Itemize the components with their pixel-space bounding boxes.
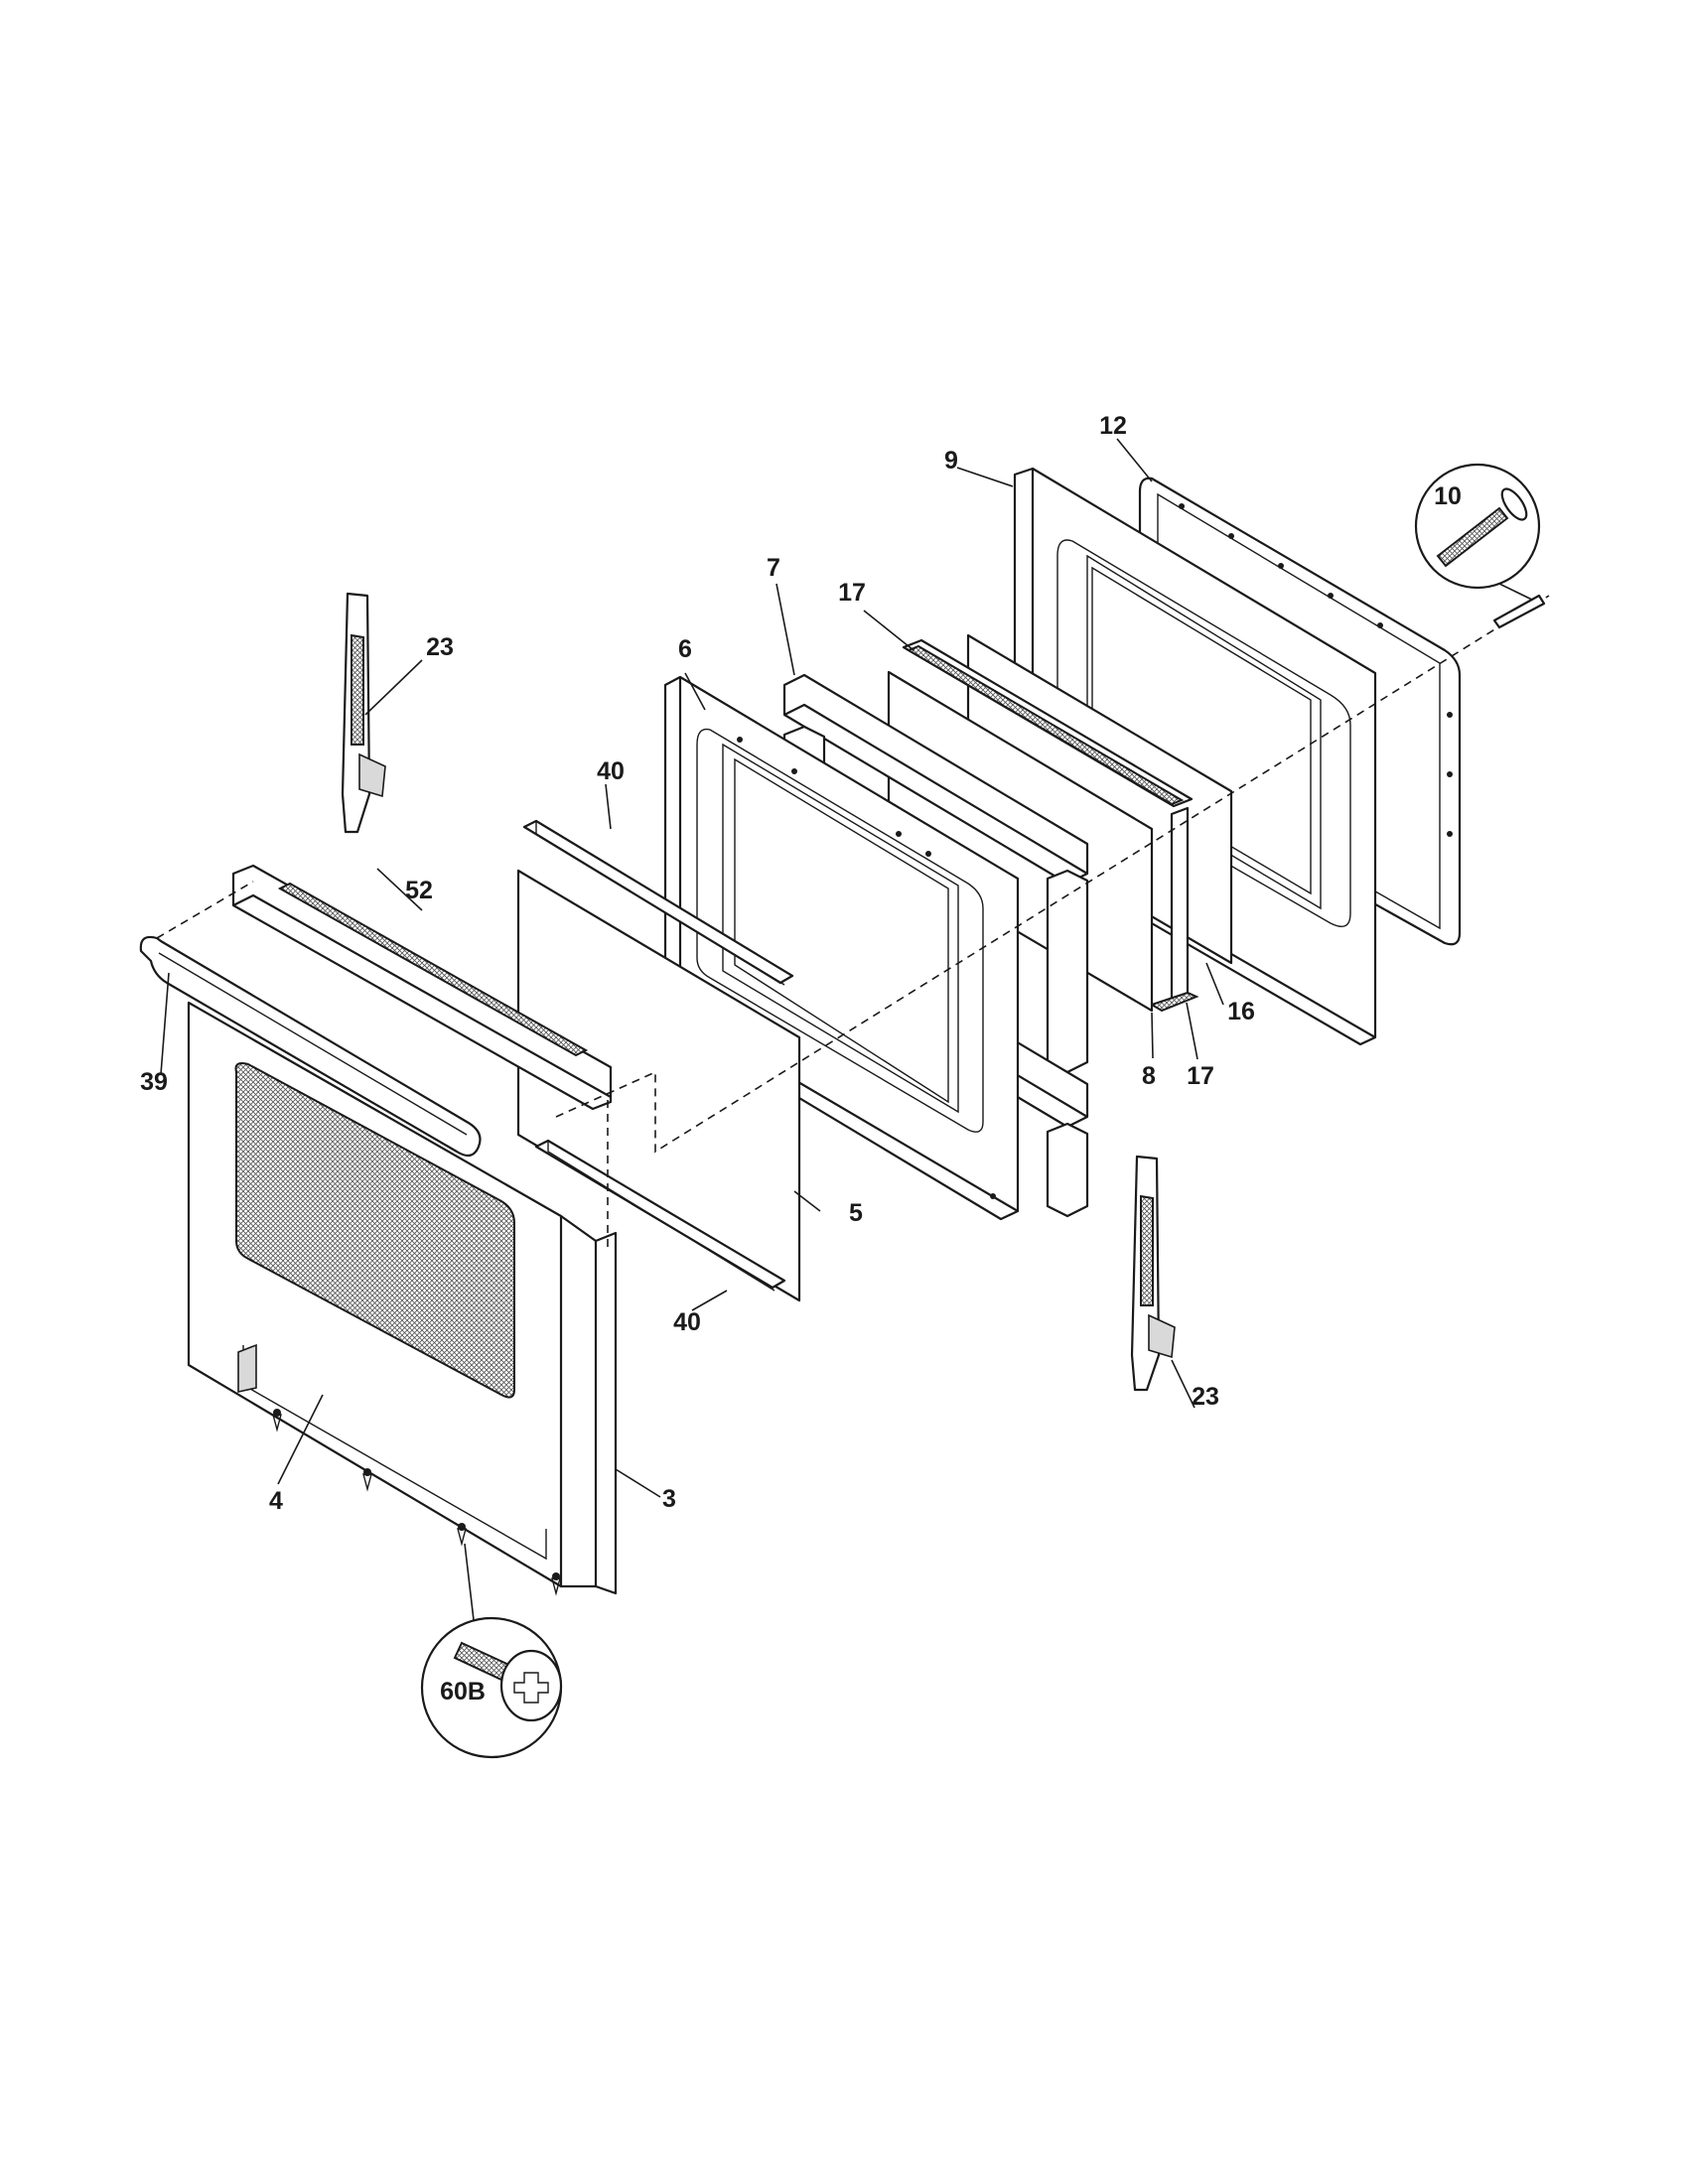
label-part-4: 4 <box>269 1487 283 1515</box>
assembly-dash-lines <box>156 595 1550 1251</box>
label-part-23-left: 23 <box>426 633 454 661</box>
label-part-9: 9 <box>944 447 958 475</box>
detail-10-bolt <box>1414 463 1546 629</box>
detail-60b-screw <box>420 1616 563 1759</box>
label-part-5: 5 <box>849 1199 863 1227</box>
label-part-12: 12 <box>1099 412 1127 440</box>
part-9-inner-liner <box>1013 467 1377 1046</box>
label-part-17-top: 17 <box>838 579 866 607</box>
part-40-retainer-top <box>522 819 794 986</box>
label-part-39: 39 <box>140 1068 168 1096</box>
label-part-23-right: 23 <box>1192 1383 1219 1411</box>
part-52-top-trim <box>231 864 613 1111</box>
label-part-17-bottom: 17 <box>1187 1062 1214 1090</box>
part-3-outer-door <box>187 1001 618 1595</box>
label-part-10: 10 <box>1434 482 1462 510</box>
label-part-6: 6 <box>678 635 692 663</box>
part-17-spacer-top <box>902 638 1194 808</box>
label-part-7: 7 <box>767 554 780 582</box>
screws-door-bottom <box>272 1409 561 1596</box>
part-4-door-trim <box>237 1343 257 1393</box>
label-part-16: 16 <box>1227 998 1255 1025</box>
label-part-40-bottom: 40 <box>673 1308 701 1336</box>
part-17-spacer-bottom <box>1149 806 1199 1013</box>
part-23-hinge-left <box>341 592 386 834</box>
label-part-52: 52 <box>405 877 433 904</box>
part-39-handle <box>139 935 482 1158</box>
label-part-60b: 60B <box>440 1678 486 1706</box>
label-part-8: 8 <box>1142 1062 1156 1090</box>
part-40-retainer-bottom <box>534 1139 786 1292</box>
part-23-hinge-right <box>1130 1155 1176 1392</box>
leader-lines <box>160 438 1224 1621</box>
label-part-40-top: 40 <box>597 757 625 785</box>
label-part-3: 3 <box>662 1485 676 1513</box>
